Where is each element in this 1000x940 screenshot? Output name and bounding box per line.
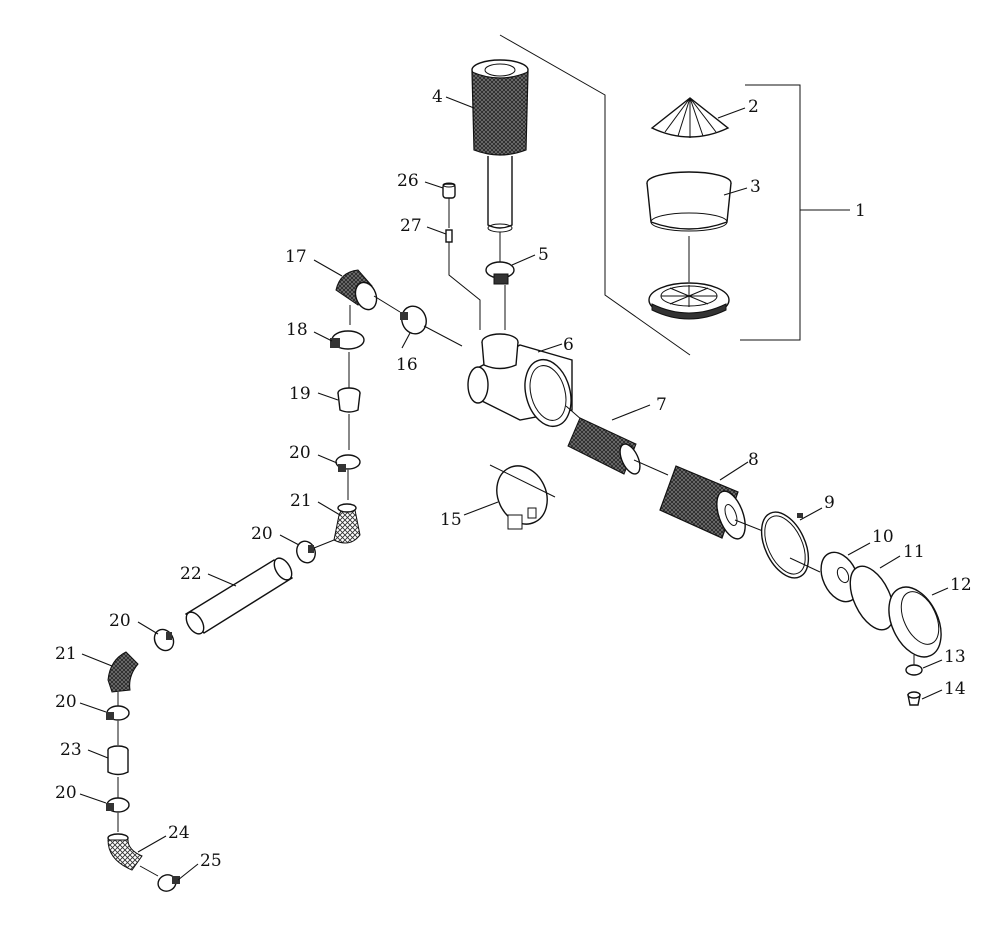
callout-5: 5 [538,245,549,265]
part-housing [467,333,573,428]
part-ring-clip [760,507,823,579]
part-clamp-18 [313,305,365,350]
callout-12: 12 [950,575,972,595]
part-clamp-25 [157,863,199,892]
part-clamp-16 [400,305,463,349]
callout-14: 14 [944,679,966,699]
part-main-filter [659,461,769,540]
part-end-cap [888,586,949,666]
callout-3: 3 [750,177,761,197]
part-clamp-20a [317,454,361,500]
part-mounting-band [463,464,556,530]
part-clamp-20b [279,534,316,564]
callout-labels: 1 2 3 4 5 6 7 8 9 10 11 12 13 14 15 16 1… [55,87,972,871]
part-base-disc [648,236,730,320]
part-clamp-5 [485,232,536,330]
callout-8: 8 [748,450,759,470]
callout-20e: 20 [55,783,77,803]
callout-7: 7 [656,395,667,415]
callout-15: 15 [440,510,462,530]
part-elbow-21a [313,501,361,549]
callout-22: 22 [180,564,202,584]
callout-21b: 21 [55,644,77,664]
callout-25: 25 [200,851,222,871]
part-valve-14 [907,689,943,706]
callout-20a: 20 [289,443,311,463]
part-clamp-20e [79,793,130,832]
assembly-bracket [499,34,850,356]
callout-11: 11 [903,542,925,562]
callout-6: 6 [563,335,574,355]
callout-21a: 21 [290,491,312,511]
part-coupler-23 [87,745,129,798]
part-hose-elbow-17 [313,259,401,313]
callout-13: 13 [944,647,966,667]
part-intake-filter [445,59,529,233]
callout-19: 19 [289,384,311,404]
callout-20c: 20 [109,611,131,631]
part-ring [646,171,748,232]
part-cap [650,97,746,138]
callout-4: 4 [432,87,443,107]
callout-9: 9 [824,493,835,513]
part-inner-mesh [565,404,669,476]
part-elbow-21b [81,651,139,708]
part-pipe-22 [184,557,294,635]
callout-17: 17 [285,247,307,267]
part-nut-13 [905,659,943,676]
callout-23: 23 [60,740,82,760]
callout-10: 10 [872,527,894,547]
callout-18: 18 [286,320,308,340]
part-clamp-20d [79,702,130,745]
part-clamp-20c [137,621,175,652]
part-reducer-19 [317,352,361,450]
part-fittings [424,181,481,330]
callout-24: 24 [168,823,190,843]
callout-20d: 20 [55,692,77,712]
part-o-ring [849,555,901,631]
callout-26: 26 [397,171,419,191]
part-elbow-24 [107,833,167,877]
callout-16: 16 [396,355,418,375]
callout-27: 27 [400,216,422,236]
callout-20b: 20 [251,524,273,544]
callout-2: 2 [748,97,759,117]
callout-1: 1 [855,201,866,221]
